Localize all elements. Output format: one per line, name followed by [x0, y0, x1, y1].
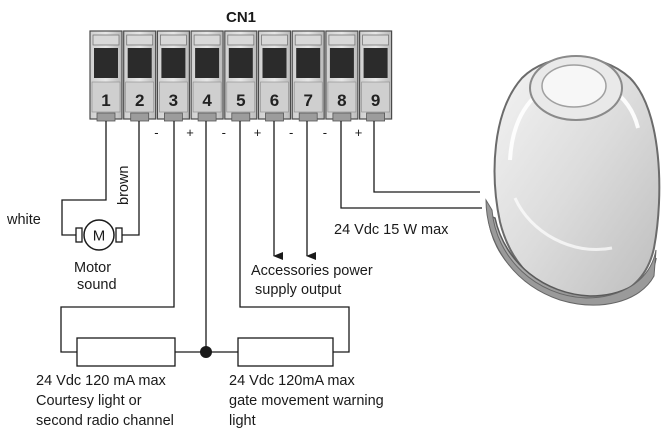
light-circuit: 24 Vdc 120 mA max Courtesy light or seco… [36, 121, 384, 429]
warning-rating: 24 Vdc 120mA max [229, 373, 355, 389]
terminal-polarity: + [186, 125, 194, 140]
terminal-6: 6+ [254, 30, 292, 140]
terminal-screw-icon [94, 48, 118, 78]
accessories-label-line2: supply output [255, 282, 341, 298]
lamp-rating: 24 Vdc 15 W max [334, 222, 449, 238]
courtesy-label-line3: second radio channel [36, 413, 174, 429]
terminal-screw-icon [363, 48, 388, 78]
terminal-screw-icon [127, 48, 152, 78]
terminal-screw-icon [195, 48, 220, 78]
terminal-2: 2 [123, 30, 157, 122]
terminal-polarity: + [355, 125, 363, 140]
accessories-label-line1: Accessories power [251, 263, 373, 279]
terminal-number: 6 [270, 91, 279, 110]
terminal-number: 8 [337, 91, 346, 110]
warning-light-load [237, 337, 334, 367]
terminal-7: 7- [289, 30, 325, 140]
courtesy-label-line2: Courtesy light or [36, 393, 142, 409]
motor-label-line1: Motor [74, 260, 111, 276]
terminal-polarity: - [323, 125, 327, 140]
terminal-polarity: - [222, 125, 226, 140]
terminal-polarity: + [254, 125, 262, 140]
terminal-9: 9+ [355, 30, 393, 140]
terminal-screw-icon [262, 48, 287, 78]
terminal-number: 9 [371, 91, 380, 110]
flashing-lamp: 24 Vdc 15 W max [334, 55, 661, 306]
terminal-number: 7 [303, 91, 312, 110]
terminal-screw-icon [296, 48, 321, 78]
warning-label-line2: gate movement warning [229, 393, 384, 409]
motor-label-line2: sound [77, 277, 117, 293]
warning-label-line3: light [229, 413, 256, 429]
terminal-polarity: - [154, 125, 158, 140]
accessories-output: Accessories power supply output [251, 121, 373, 298]
terminal-8: 8- [323, 30, 359, 140]
connector-title: CN1 [226, 9, 256, 26]
courtesy-rating: 24 Vdc 120 mA max [36, 373, 167, 389]
terminal-number: 5 [236, 91, 245, 110]
terminal-screw-icon [228, 48, 253, 78]
courtesy-light-load [76, 337, 176, 367]
terminal-5: 5- [222, 30, 258, 140]
white-wire-label: white [6, 212, 41, 228]
terminal-number: 4 [202, 91, 212, 110]
terminal-screw-icon [161, 48, 186, 78]
terminal-number: 3 [169, 91, 178, 110]
terminal-3: 3- [154, 30, 190, 140]
terminal-1: 1 [89, 30, 123, 122]
motor-symbol: M [93, 228, 106, 245]
junction-dot [200, 346, 212, 358]
terminal-4: 4+ [186, 30, 224, 140]
brown-wire-label: brown [116, 166, 132, 206]
motor-sound: M brown white Motor sound [6, 121, 140, 293]
terminal-polarity: - [289, 125, 293, 140]
terminal-number: 2 [135, 91, 144, 110]
terminal-screw-icon [329, 48, 354, 78]
motor-icon [83, 219, 115, 251]
terminal-number: 1 [101, 91, 110, 110]
